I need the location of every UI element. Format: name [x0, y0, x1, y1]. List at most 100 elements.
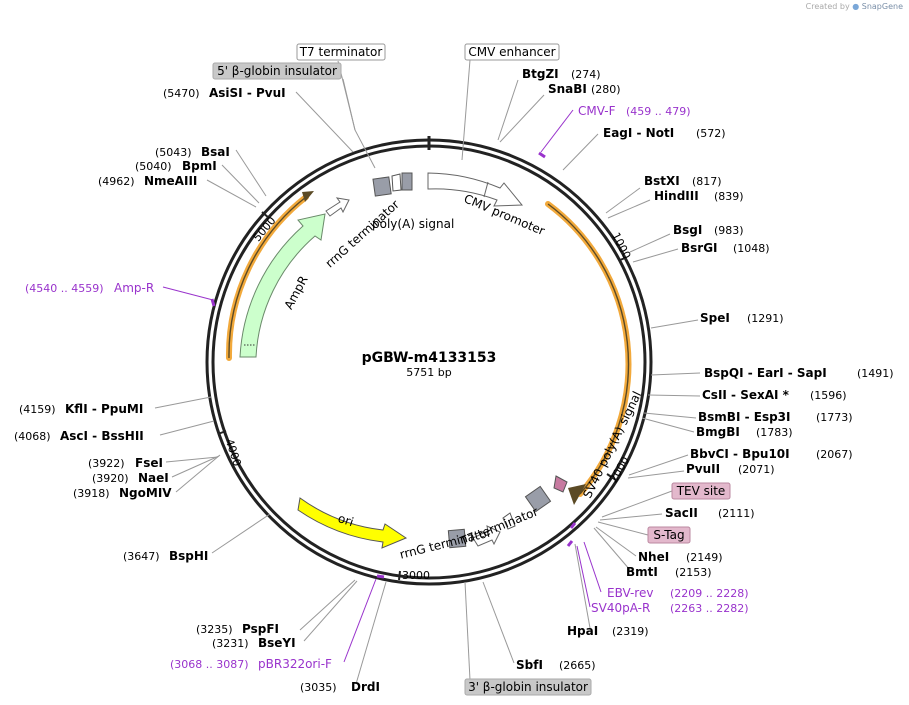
site-asci-pos: (4068) — [14, 430, 51, 443]
site-bmgbi-pos: (1783) — [756, 426, 793, 439]
site-bsai-pos: (5043) — [155, 146, 192, 159]
beta-globin-5-box[interactable]: 5' β-globin insulator — [212, 62, 342, 80]
primer-amp-r[interactable]: Amp-R — [114, 281, 154, 295]
rrng-terminator-bottom-feature[interactable] — [472, 525, 501, 547]
site-fsei-pos: (3922) — [88, 457, 125, 470]
site-fsei[interactable]: FseI — [135, 456, 163, 470]
cmv-promoter-feature[interactable] — [427, 172, 524, 207]
site-sbfi[interactable]: SbfI — [516, 658, 543, 672]
orf-arc-right — [545, 201, 632, 505]
site-pspfi[interactable]: PspFI — [242, 622, 279, 636]
site-sacii[interactable]: SacII — [665, 506, 698, 520]
site-bmti[interactable]: BmtI — [626, 565, 658, 579]
site-naei[interactable]: NaeI — [138, 471, 169, 485]
site-kfli[interactable]: KflI - PpuMI — [65, 402, 143, 416]
site-spei[interactable]: SpeI — [700, 311, 730, 325]
polya-signal-feature[interactable] — [391, 173, 402, 192]
tev-site-box[interactable]: TEV site — [671, 482, 731, 500]
site-hpai-pos: (2319) — [612, 625, 649, 638]
site-snabi[interactable]: SnaBI — [548, 82, 587, 96]
site-ngomiv-pos: (3918) — [73, 487, 110, 500]
cmv-enhancer-box[interactable]: CMV enhancer — [464, 43, 560, 61]
site-bmti-pos: (2153) — [675, 566, 712, 579]
site-bspqi[interactable]: BspQI - EarI - SapI — [704, 366, 827, 380]
site-bsmbi[interactable]: BsmBI - Esp3I — [698, 410, 790, 424]
primer-leaders — [162, 109, 602, 663]
site-nmeaiii-pos: (4962) — [98, 175, 135, 188]
site-bsmbi-pos: (1773) — [816, 411, 853, 424]
site-bsrgi[interactable]: BsrGI — [681, 241, 718, 255]
site-kfli-pos: (4159) — [19, 403, 56, 416]
beta-globin-3-feature[interactable] — [447, 528, 467, 549]
ori-label: ori — [336, 511, 355, 529]
site-eagi[interactable]: EagI - NotI — [603, 126, 674, 140]
rrng-terminator-top-feature[interactable] — [325, 197, 350, 217]
plasmid-name: pGBW-m4133153 — [362, 350, 497, 366]
tev-site-box-text: TEV site — [676, 484, 726, 498]
t7-terminator-bottom-feature[interactable] — [502, 512, 516, 530]
site-naei-pos: (3920) — [92, 472, 129, 485]
site-pvuii-pos: (2071) — [738, 463, 775, 476]
credit-text: Created by — [805, 2, 850, 11]
ampr-label: AmpR — [281, 273, 310, 311]
site-csii[interactable]: CsII - SexAI * — [702, 388, 790, 402]
site-bsrgi-pos: (1048) — [733, 242, 770, 255]
beta-globin-3-box-text: 3' β-globin insulator — [468, 680, 588, 694]
site-ngomiv[interactable]: NgoMIV — [119, 486, 172, 500]
site-bstxi[interactable]: BstXI — [644, 174, 680, 188]
site-asisi[interactable]: AsiSI - PvuI — [209, 86, 286, 100]
orf-arc-left — [225, 191, 314, 361]
tev-site-feature[interactable] — [553, 475, 568, 493]
t7-terminator-top-box[interactable]: T7 terminator — [296, 43, 386, 61]
site-nhei-pos: (2149) — [686, 551, 723, 564]
beta-globin-5-box-text: 5' β-globin insulator — [217, 64, 337, 78]
leader-lines — [154, 59, 701, 685]
plasmid-length: 5751 bp — [406, 366, 451, 379]
site-bsphi-pos: (3647) — [123, 550, 160, 563]
site-bbvci[interactable]: BbvCI - Bpu10I — [690, 447, 790, 461]
site-hindiii[interactable]: HindIII — [654, 189, 699, 203]
site-bpmi[interactable]: BpmI — [182, 159, 217, 173]
site-bsgi[interactable]: BsgI — [673, 223, 702, 237]
s-tag-box[interactable]: S-Tag — [647, 526, 691, 544]
site-bmgbi[interactable]: BmgBI — [696, 425, 740, 439]
ori-feature[interactable] — [297, 497, 408, 549]
site-btgzi-pos: (274) — [571, 68, 601, 81]
primer-marks — [210, 151, 577, 579]
polya-signal-label: poly(A) signal — [372, 217, 454, 231]
sites-right: BtgZI (274) SnaBI (280) EagI - NotI (572… — [516, 67, 894, 672]
site-hpai[interactable]: HpaI — [567, 624, 598, 638]
primer-pbr322ori-f-range: (3068 .. 3087) — [170, 658, 249, 671]
beta-globin-3-box[interactable]: 3' β-globin insulator — [464, 678, 592, 696]
t7-terminator-top-box-text: T7 terminator — [299, 45, 383, 59]
site-drdi-pos: (3035) — [300, 681, 337, 694]
s-tag-box-text: S-Tag — [653, 528, 684, 542]
snapgene-credit: Created by ● SnapGene — [806, 2, 903, 11]
site-asci[interactable]: AscI - BssHII — [60, 429, 144, 443]
site-csii-pos: (1596) — [810, 389, 847, 402]
primer-sv40pa-r[interactable]: SV40pA-R — [591, 601, 650, 615]
site-nhei[interactable]: NheI — [638, 550, 669, 564]
site-bseyi[interactable]: BseYI — [258, 636, 296, 650]
primer-cmv-f[interactable]: CMV-F — [578, 104, 616, 118]
site-snabi-pos: (280) — [591, 83, 621, 96]
site-bbvci-pos: (2067) — [816, 448, 853, 461]
site-sacii-pos: (2111) — [718, 507, 755, 520]
beta-globin-5-feature[interactable] — [401, 172, 413, 191]
site-pvuii[interactable]: PvuII — [686, 462, 720, 476]
sv40-polya-feature[interactable] — [524, 485, 552, 513]
site-drdi[interactable]: DrdI — [351, 680, 380, 694]
site-btgzi[interactable]: BtgZI — [522, 67, 559, 81]
site-asisi-pos: (5470) — [163, 87, 200, 100]
ampr-feature[interactable] — [239, 213, 326, 358]
t7-terminator-top-feature[interactable] — [372, 176, 392, 197]
primer-ebv-rev-range: (2209 .. 2228) — [670, 587, 749, 600]
primer-ebv-rev[interactable]: EBV-rev — [607, 586, 653, 600]
site-bsphi[interactable]: BspHI — [169, 549, 208, 563]
site-bsai[interactable]: BsaI — [201, 145, 230, 159]
site-bsgi-pos: (983) — [714, 224, 744, 237]
site-eagi-pos: (572) — [696, 127, 726, 140]
site-hindiii-pos: (839) — [714, 190, 744, 203]
site-nmeaiii[interactable]: NmeAIII — [144, 174, 197, 188]
primer-pbr322ori-f[interactable]: pBR322ori-F — [258, 657, 332, 671]
